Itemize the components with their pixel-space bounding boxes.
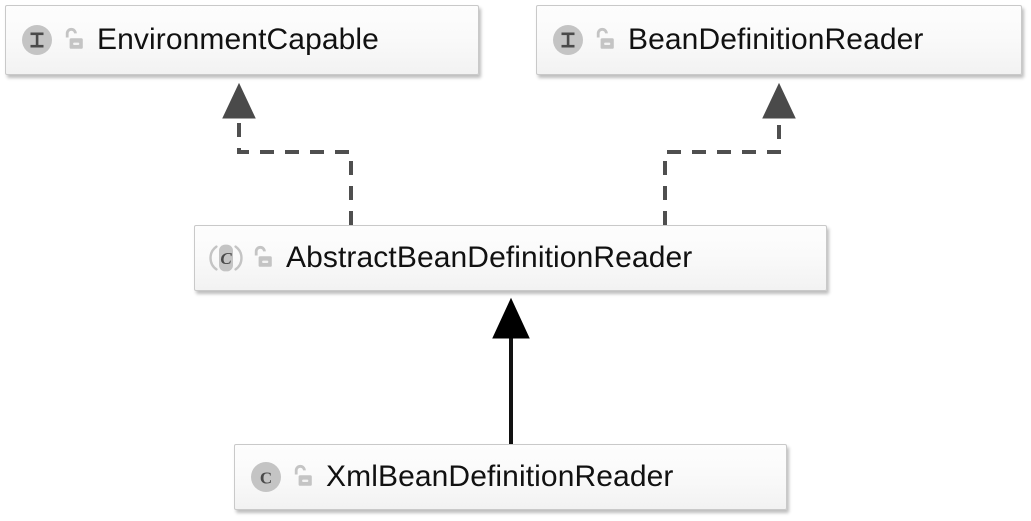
abstract-class-icon: C — [209, 244, 243, 272]
uml-node-xml-bean-definition-reader[interactable]: C XmlBeanDefinitionReader — [234, 444, 787, 510]
svg-text:C: C — [260, 468, 272, 487]
interface-icon — [553, 25, 583, 55]
unlocked-padlock-icon — [254, 245, 272, 267]
node-icon-group: C — [209, 241, 273, 275]
arrowhead-filled-triangle — [492, 297, 530, 339]
uml-node-abstract-bean-definition-reader[interactable]: C AbstractBeanDefinitionReader — [194, 225, 827, 291]
uml-node-bean-definition-reader[interactable]: BeanDefinitionReader — [536, 5, 1022, 75]
edge-line-dashed — [237, 120, 353, 225]
edge-realization-to-bean-definition-reader[interactable] — [663, 82, 796, 225]
interface-icon — [22, 25, 52, 55]
unlocked-padlock-icon — [294, 464, 312, 486]
edge-line-dashed — [663, 120, 781, 225]
class-icon: C — [251, 462, 281, 492]
arrowhead-filled-triangle — [762, 82, 796, 119]
node-label-environment-capable: EnvironmentCapable — [97, 23, 379, 56]
unlocked-padlock-icon — [596, 27, 614, 49]
node-label-xml-bean-definition-reader: XmlBeanDefinitionReader — [326, 460, 674, 493]
svg-text:C: C — [220, 249, 232, 268]
uml-node-environment-capable[interactable]: EnvironmentCapable — [5, 5, 479, 75]
node-label-bean-definition-reader: BeanDefinitionReader — [628, 23, 924, 56]
unlocked-padlock-icon — [65, 27, 83, 49]
node-icon-group — [551, 23, 615, 57]
node-icon-group: C — [249, 460, 313, 494]
node-icon-group — [20, 23, 84, 57]
arrowhead-filled-triangle — [222, 82, 256, 119]
edge-generalization-to-abstract[interactable] — [492, 297, 530, 444]
node-label-abstract-bean-definition-reader: AbstractBeanDefinitionReader — [286, 241, 693, 274]
edge-realization-to-environment-capable[interactable] — [222, 82, 353, 225]
